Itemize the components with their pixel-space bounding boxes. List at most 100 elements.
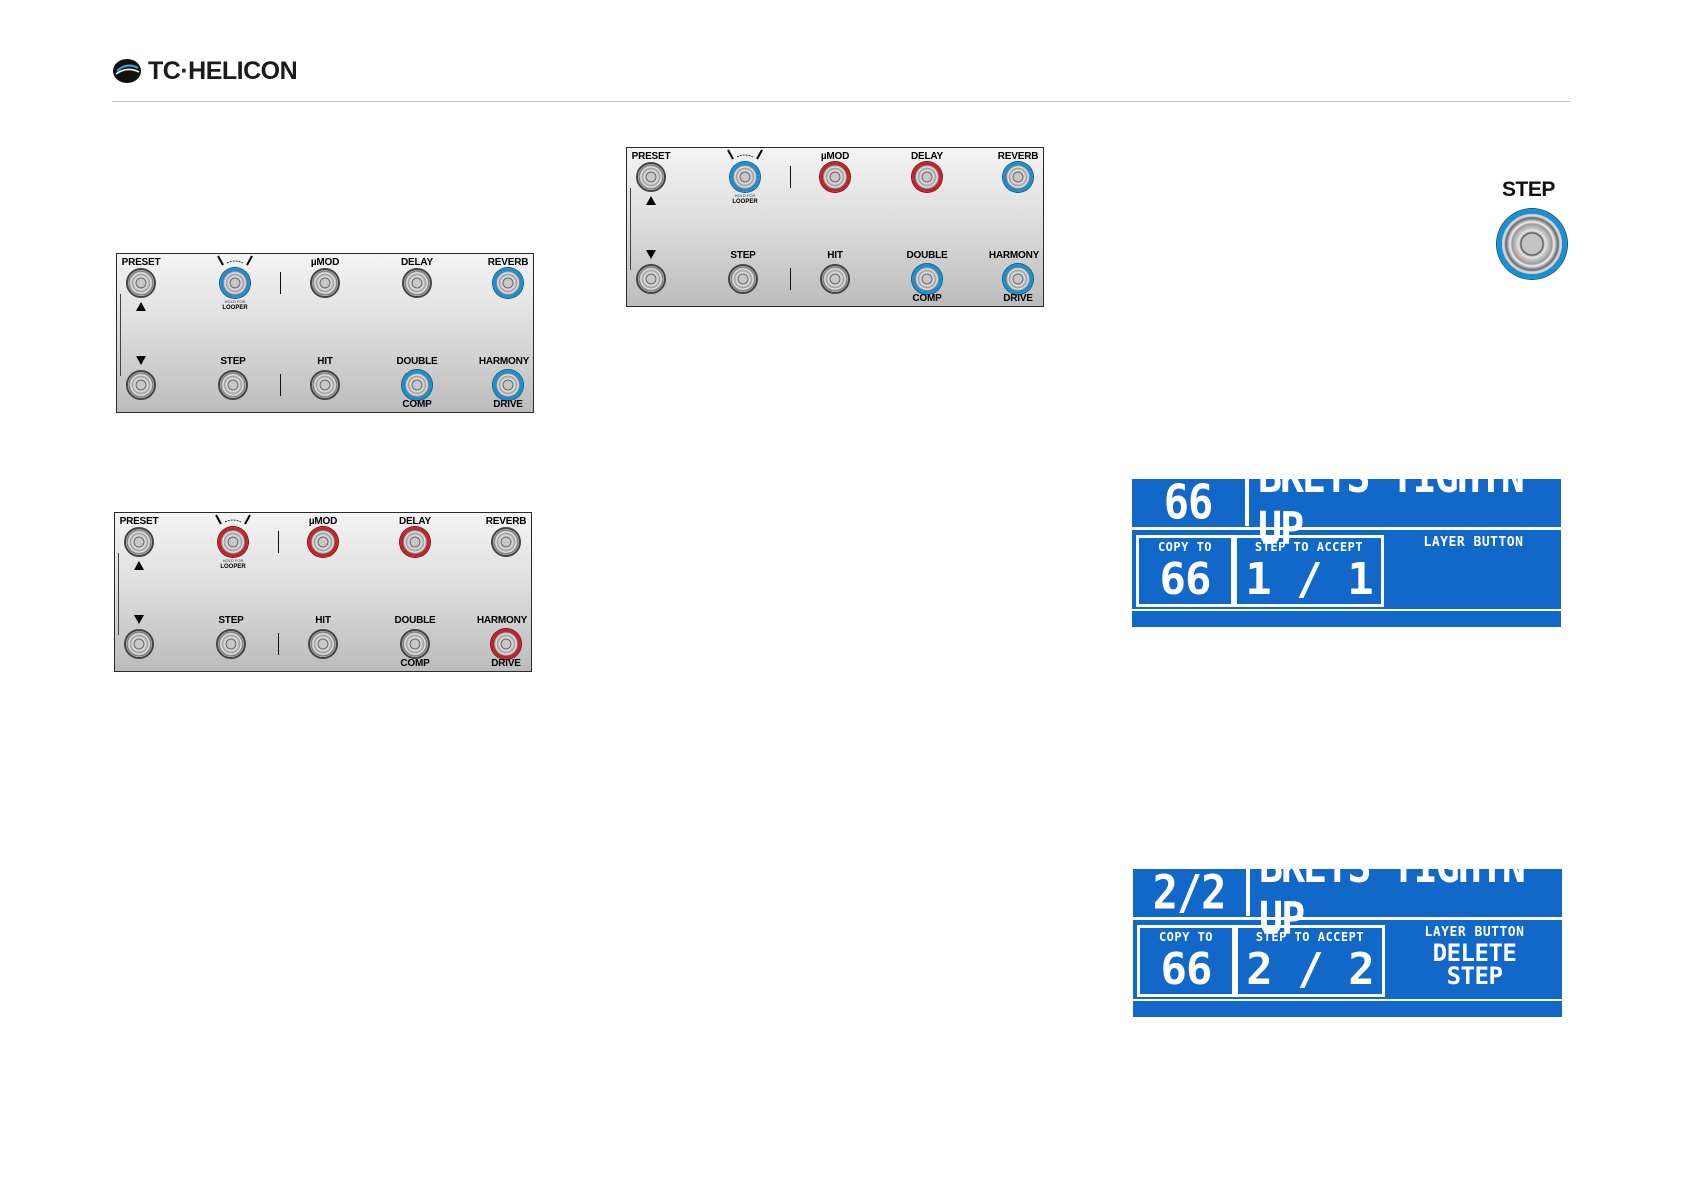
looper-footswitch[interactable] bbox=[218, 527, 248, 557]
looper-footswitch[interactable] bbox=[730, 162, 760, 192]
step-to-accept-caption: STEP TO ACCEPT bbox=[1255, 930, 1365, 944]
double-label: DOUBLE bbox=[396, 356, 438, 367]
looper-label: LOOPER bbox=[220, 564, 246, 570]
lcd-screen-1: 66 BKEYS TIGHTN UP COPY TO 66 STEP TO AC… bbox=[1132, 451, 1561, 627]
harmony-footswitch[interactable] bbox=[493, 370, 523, 400]
drive-label: DRIVE bbox=[493, 399, 523, 410]
step-label: STEP bbox=[218, 615, 244, 626]
divider bbox=[790, 268, 791, 290]
double-footswitch[interactable] bbox=[400, 629, 430, 659]
harmony-label: HARMONY bbox=[988, 250, 1040, 261]
reverb-footswitch[interactable] bbox=[491, 527, 521, 557]
reverb-label: REVERB bbox=[997, 151, 1039, 162]
lcd-bottom-line bbox=[1133, 999, 1562, 1001]
up-arrow-icon bbox=[136, 302, 146, 311]
reverb-footswitch[interactable] bbox=[493, 268, 523, 298]
down-arrow-icon bbox=[136, 356, 146, 365]
copy-to-box: COPY TO 66 bbox=[1136, 535, 1234, 607]
preset-down-footswitch[interactable] bbox=[126, 370, 156, 400]
reverb-label: REVERB bbox=[487, 257, 529, 268]
preset-label: PRESET bbox=[121, 257, 161, 268]
hold-for-text: HOLD FOR bbox=[224, 299, 246, 304]
preset-up-footswitch[interactable] bbox=[636, 162, 666, 192]
preset-up-footswitch[interactable] bbox=[124, 527, 154, 557]
step-to-accept-box: STEP TO ACCEPT 2 / 2 bbox=[1235, 925, 1385, 997]
step-to-accept-box: STEP TO ACCEPT 1 / 1 bbox=[1234, 535, 1384, 607]
hit-footswitch[interactable] bbox=[308, 629, 338, 659]
delay-footswitch[interactable] bbox=[402, 268, 432, 298]
umod-label: µMOD bbox=[308, 516, 338, 527]
tc-helicon-logo: TC·HELICON bbox=[112, 56, 298, 86]
hit-label: HIT bbox=[827, 250, 843, 261]
comp-label: COMP bbox=[402, 399, 432, 410]
lcd-bottom-line bbox=[1132, 609, 1561, 611]
lcd-separator bbox=[1246, 869, 1250, 916]
preset-up-footswitch[interactable] bbox=[126, 268, 156, 298]
double-footswitch[interactable] bbox=[402, 370, 432, 400]
hold-for-text: HOLD FOR bbox=[734, 193, 756, 198]
delay-label: DELAY bbox=[399, 516, 431, 527]
umod-footswitch[interactable] bbox=[310, 268, 340, 298]
lcd-preset-name: BKEYS TIGHTN UP bbox=[1259, 840, 1526, 945]
down-arrow-icon bbox=[646, 250, 656, 259]
down-arrow-icon bbox=[134, 615, 144, 624]
lcd-separator bbox=[1133, 917, 1562, 920]
umod-footswitch[interactable] bbox=[308, 527, 338, 557]
lcd-preset-number: 66 bbox=[1163, 475, 1214, 530]
mic-icon bbox=[215, 514, 251, 525]
harmony-footswitch[interactable] bbox=[491, 629, 521, 659]
divider bbox=[790, 166, 791, 188]
layer-button-value-line1: DELETE bbox=[1432, 939, 1517, 967]
step-label: STEP bbox=[730, 250, 756, 261]
delay-label: DELAY bbox=[911, 151, 943, 162]
double-footswitch[interactable] bbox=[912, 264, 942, 294]
step-footswitch[interactable] bbox=[218, 370, 248, 400]
step-label: STEP bbox=[220, 356, 246, 367]
harmony-label: HARMONY bbox=[478, 356, 530, 367]
step-footswitch[interactable] bbox=[216, 629, 246, 659]
up-arrow-icon bbox=[134, 561, 144, 570]
step-button-label: STEP bbox=[1502, 178, 1555, 201]
layer-button-caption: LAYER BUTTON bbox=[1423, 535, 1524, 550]
looper-label: LOOPER bbox=[222, 305, 248, 311]
step-to-accept-value: 1 / 1 bbox=[1245, 554, 1373, 605]
lcd-screen-2: 2/2 BKEYS TIGHTN UP COPY TO 66 STEP TO A… bbox=[1133, 841, 1562, 1017]
lcd-separator bbox=[1245, 479, 1249, 526]
step-to-accept-caption: STEP TO ACCEPT bbox=[1254, 540, 1364, 554]
copy-to-caption: COPY TO bbox=[1157, 540, 1213, 554]
layer-button-value: DELETE STEP bbox=[1387, 939, 1562, 990]
tuner-side-line bbox=[630, 188, 631, 270]
looper-label: LOOPER bbox=[732, 199, 758, 205]
preset-down-footswitch[interactable] bbox=[124, 629, 154, 659]
reverb-label: REVERB bbox=[485, 516, 527, 527]
copy-to-value: 66 bbox=[1159, 554, 1212, 605]
hold-for-text: HOLD FOR bbox=[222, 558, 244, 563]
mic-icon bbox=[727, 149, 763, 160]
umod-label: µMOD bbox=[310, 257, 340, 268]
hit-footswitch[interactable] bbox=[820, 264, 850, 294]
copy-to-box: COPY TO 66 bbox=[1137, 925, 1235, 997]
drive-label: DRIVE bbox=[491, 658, 521, 669]
hit-label: HIT bbox=[315, 615, 331, 626]
delay-footswitch[interactable] bbox=[912, 162, 942, 192]
umod-footswitch[interactable] bbox=[820, 162, 850, 192]
up-arrow-icon bbox=[646, 196, 656, 205]
step-footswitch[interactable] bbox=[728, 264, 758, 294]
footswitch-panel-3: PRESET µMOD DELAY REVERB HOLD FOR LOOPER… bbox=[626, 147, 1044, 307]
copy-to-value: 66 bbox=[1160, 944, 1213, 995]
preset-down-footswitch[interactable] bbox=[636, 264, 666, 294]
harmony-footswitch[interactable] bbox=[1003, 264, 1033, 294]
looper-footswitch[interactable] bbox=[220, 268, 250, 298]
hit-label: HIT bbox=[317, 356, 333, 367]
lcd-preset-number: 2/2 bbox=[1152, 865, 1227, 920]
hit-footswitch[interactable] bbox=[310, 370, 340, 400]
tuner-side-line bbox=[118, 553, 119, 635]
divider bbox=[278, 531, 279, 553]
double-label: DOUBLE bbox=[394, 615, 436, 626]
delay-label: DELAY bbox=[401, 257, 433, 268]
footswitch-panel-2: PRESET µMOD DELAY REVERB HOLD FOR LOOPER… bbox=[114, 512, 532, 672]
delay-footswitch[interactable] bbox=[400, 527, 430, 557]
layer-button-value-line2: STEP bbox=[1446, 962, 1503, 990]
reverb-footswitch[interactable] bbox=[1003, 162, 1033, 192]
step-button-footswitch[interactable] bbox=[1497, 209, 1567, 279]
